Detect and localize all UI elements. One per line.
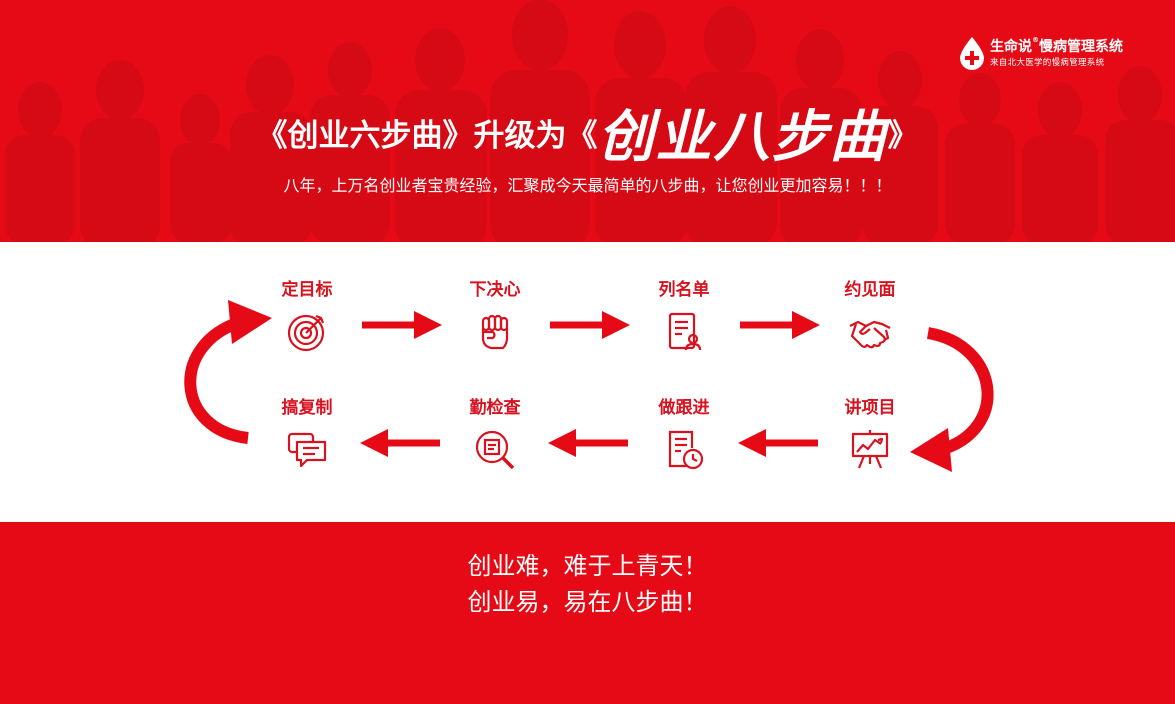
brand-subtitle: 来自北大医学的慢病管理系统	[990, 58, 1105, 68]
registered-mark: ®	[1032, 36, 1039, 44]
presentation-icon	[851, 430, 889, 469]
footer-banner	[0, 522, 1175, 704]
step-set-goal: 定目标	[257, 280, 357, 354]
magnifier-document-icon	[475, 430, 515, 470]
step-label: 做跟进	[658, 398, 710, 418]
step-label: 勤检查	[469, 398, 521, 418]
handshake-icon	[849, 320, 891, 349]
name-list-icon	[668, 312, 702, 351]
title-suffix: 》	[887, 118, 919, 154]
slogan-line-1: 创业难，难于上青天！	[467, 552, 708, 580]
target-icon	[287, 314, 325, 352]
step-replicate: 搞复制	[257, 398, 357, 472]
document-clock-icon	[668, 430, 704, 470]
brand-logo: 生命说®慢病管理系统 来自北大医学的慢病管理系统	[958, 34, 1158, 74]
step-check-often: 勤检查	[445, 398, 545, 472]
step-label: 搞复制	[281, 398, 333, 418]
title-prefix: 《创业六步曲》升级为《	[256, 118, 598, 154]
step-make-decision: 下决心	[445, 280, 545, 354]
brand-name-text: 生命说	[990, 39, 1032, 55]
step-follow-up: 做跟进	[634, 398, 734, 472]
step-label: 下决心	[469, 280, 521, 300]
title-main: 创业八步曲	[597, 104, 888, 170]
steps-panel	[0, 242, 1175, 522]
step-label: 列名单	[658, 280, 710, 300]
step-label: 定目标	[281, 280, 333, 300]
step-make-list: 列名单	[634, 280, 734, 354]
brand-system-text: 慢病管理系统	[1039, 39, 1123, 55]
copy-chat-icon	[287, 432, 327, 468]
slogan: 创业难，难于上青天！ 创业易，易在八步曲！	[0, 548, 1175, 620]
step-label: 讲项目	[844, 398, 896, 418]
crowd-silhouette-background	[5, 0, 1175, 242]
page-title: 《创业六步曲》升级为《创业八步曲》	[0, 92, 1175, 173]
header-banner: 生命说®慢病管理系统 来自北大医学的慢病管理系统 《创业六步曲》升级为《创业八步…	[0, 0, 1175, 242]
page-subtitle: 八年，上万名创业者宝贵经验，汇聚成今天最简单的八步曲，让您创业更加容易！！！	[283, 176, 892, 195]
slogan-line-2: 创业易，易在八步曲！	[467, 588, 708, 616]
step-label: 约见面	[844, 280, 896, 300]
brand-name: 生命说®慢病管理系统	[990, 36, 1123, 56]
fist-icon	[481, 314, 509, 350]
blood-drop-cross-icon	[960, 37, 984, 70]
step-present-project: 讲项目	[820, 398, 920, 472]
step-meet: 约见面	[820, 280, 920, 354]
